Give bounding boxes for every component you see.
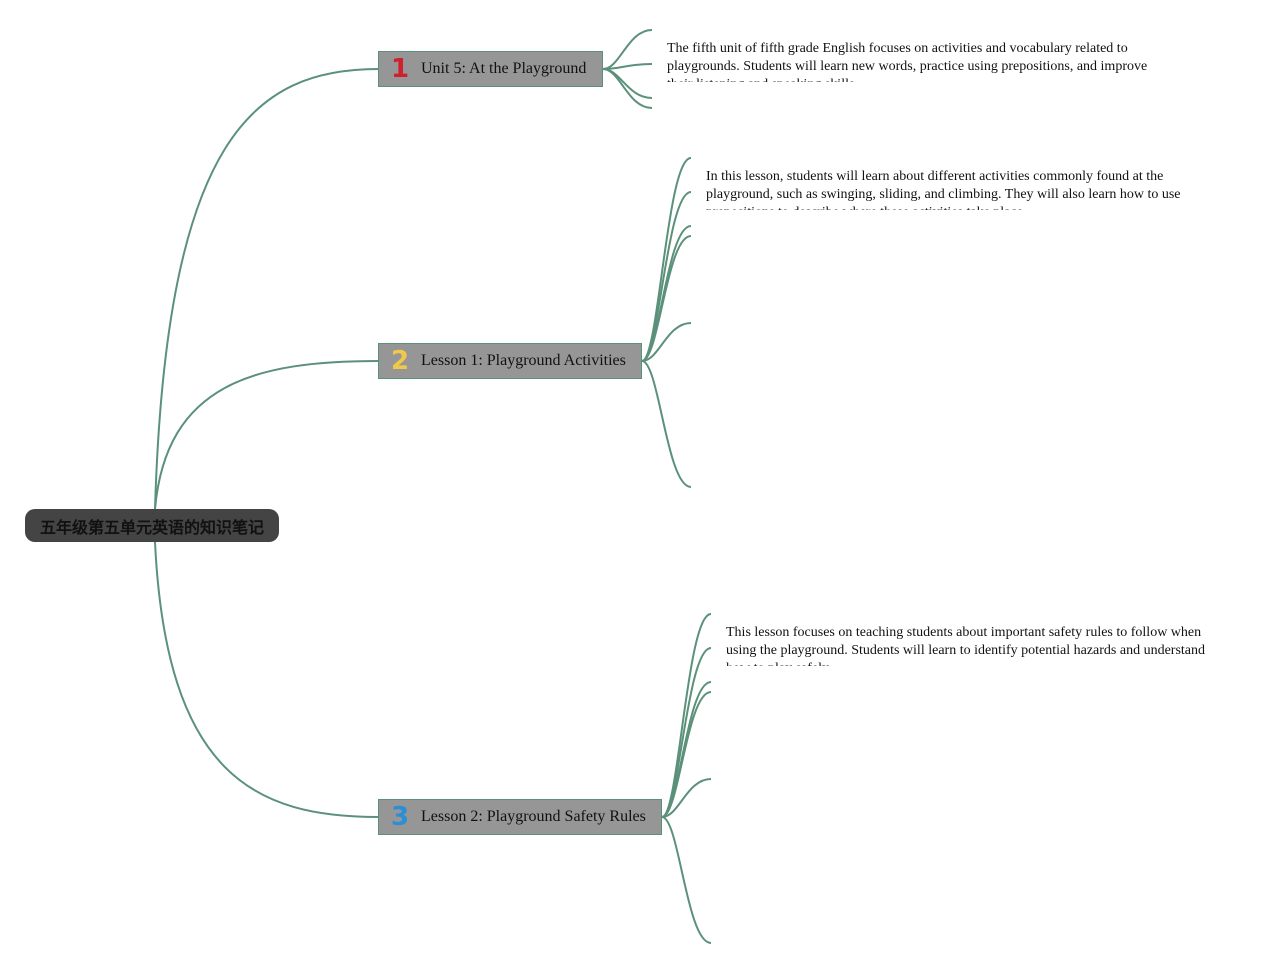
branch-link xyxy=(602,68,653,109)
root-link xyxy=(154,360,380,510)
branch-link xyxy=(602,29,653,70)
branch-link xyxy=(661,816,712,944)
root-link xyxy=(154,68,380,510)
topic-title: Unit 5: At the Playground xyxy=(421,60,587,77)
topic-node-lesson-1[interactable]: 2 Lesson 1: Playground Activities xyxy=(378,343,642,379)
branch-link xyxy=(641,235,692,362)
root-label: 五年级第五单元英语的知识笔记 xyxy=(39,517,264,537)
topic-title: Lesson 2: Playground Safety Rules xyxy=(421,808,646,825)
root-node[interactable]: 五年级第五单元英语的知识笔记 xyxy=(25,509,279,542)
root-link xyxy=(154,541,380,818)
branch-link xyxy=(641,322,692,362)
branch-link xyxy=(661,778,712,818)
branch-link xyxy=(661,691,712,818)
topic-description: This lesson focuses on teaching students… xyxy=(726,625,1206,666)
branch-link xyxy=(641,360,692,488)
topic-node-unit-5[interactable]: 1 Unit 5: At the Playground xyxy=(378,51,603,87)
topic-node-lesson-2[interactable]: 3 Lesson 2: Playground Safety Rules xyxy=(378,799,662,835)
number-3-icon: 3 xyxy=(390,802,410,832)
number-1-icon: 1 xyxy=(390,54,410,84)
topic-description: In this lesson, students will learn abou… xyxy=(706,169,1181,210)
topic-description: The fifth unit of fifth grade English fo… xyxy=(667,41,1148,82)
number-2-icon: 2 xyxy=(390,346,410,376)
topic-title: Lesson 1: Playground Activities xyxy=(421,352,626,369)
